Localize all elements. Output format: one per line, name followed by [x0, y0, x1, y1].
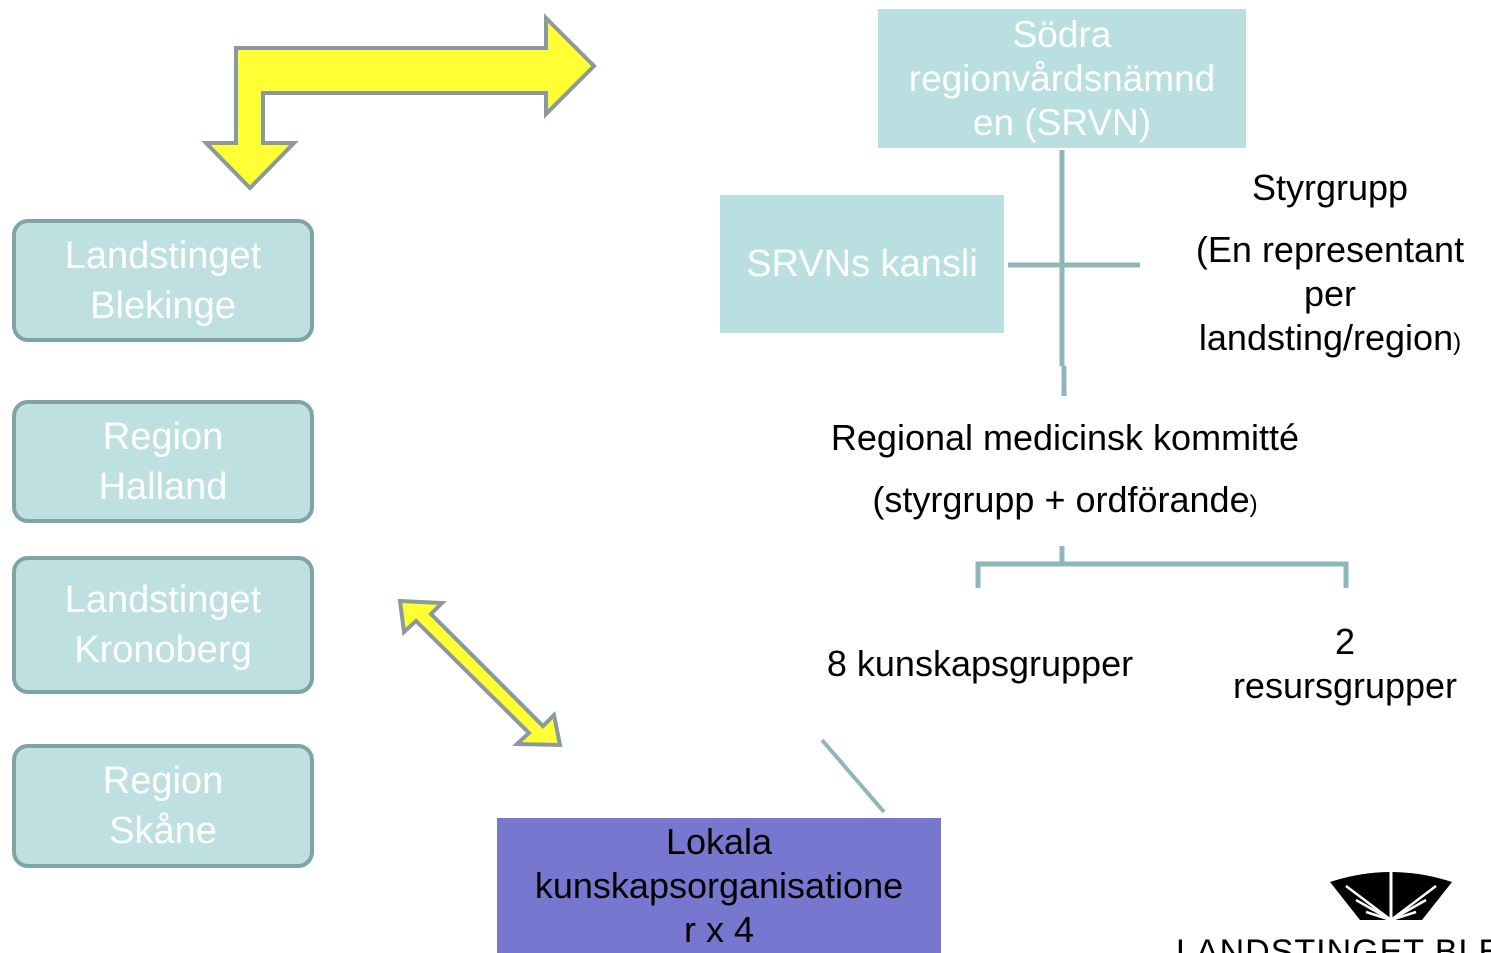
rmk-subtitle: (styrgrupp + ordförande)	[760, 478, 1370, 527]
styrgrupp-close-paren: )	[1453, 329, 1462, 356]
lokala-line3: r x 4	[683, 909, 754, 950]
styrgrupp-description: (En representant per landsting/region)	[1160, 228, 1491, 365]
double-arrow-elbow-icon	[201, 13, 597, 191]
styrgrupp-title: Styrgrupp	[1251, 167, 1409, 208]
region-label-line2: Halland	[98, 465, 228, 508]
resurs-line1: 2	[1334, 621, 1356, 662]
region-label-line1: Region	[102, 415, 224, 458]
kansli-label: SRVNs kansli	[746, 242, 978, 285]
region-label-line2: Skåne	[109, 810, 217, 852]
landstinget-logo: LANDSTINGET BLEKINGE	[1170, 866, 1491, 953]
srvn-line2: regionvårdsnämnd	[908, 57, 1216, 99]
styrgrupp-line1: (En representant	[1195, 229, 1465, 270]
rmk-close-paren: )	[1249, 491, 1258, 518]
connector-lokala	[820, 738, 886, 814]
double-arrow-diagonal-icon	[397, 598, 563, 748]
region-label-line2: Kronoberg	[74, 629, 252, 671]
kunskapsgrupper-label: 8 kunskapsgrupper	[826, 643, 1134, 684]
region-label-line1: Landstinget	[64, 579, 262, 621]
connector-rmk-bracket	[975, 561, 1349, 588]
region-label-line1: Region	[102, 760, 224, 802]
lokala-line1: Lokala	[665, 821, 773, 862]
lokala-box: Lokala kunskapsorganisatione r x 4	[497, 818, 941, 953]
region-label-line1: Landstinget	[64, 234, 262, 277]
styrgrupp-line2: per	[1303, 273, 1357, 314]
resursgrupper-label: 2 resursgrupper	[1200, 620, 1490, 708]
region-box-halland: Region Halland	[12, 400, 314, 523]
srvn-line3: en (SRVN)	[972, 101, 1152, 143]
region-box-skane: Region Skåne	[12, 744, 314, 868]
rmk-sub-text: (styrgrupp + ordförande	[872, 479, 1250, 520]
srvn-box: Södra regionvårdsnämnd en (SRVN)	[878, 9, 1246, 148]
logo-mark-icon	[1330, 872, 1452, 922]
srvn-line1: Södra	[1012, 13, 1112, 55]
resurs-line2: resursgrupper	[1232, 665, 1458, 706]
styrgrupp-line3-text: landsting/region	[1198, 317, 1454, 358]
region-box-blekinge: Landstinget Blekinge	[12, 219, 314, 342]
rmk-title: Regional medicinsk kommitté	[830, 417, 1300, 458]
kansli-box: SRVNs kansli	[720, 195, 1004, 333]
region-box-kronoberg: Landstinget Kronoberg	[12, 556, 314, 694]
lokala-line2: kunskapsorganisatione	[534, 865, 904, 906]
region-label-line2: Blekinge	[90, 284, 236, 327]
logo-text: LANDSTINGET BLEKINGE	[1176, 933, 1491, 953]
styrgrupp-line3: landsting/region)	[1160, 316, 1491, 365]
